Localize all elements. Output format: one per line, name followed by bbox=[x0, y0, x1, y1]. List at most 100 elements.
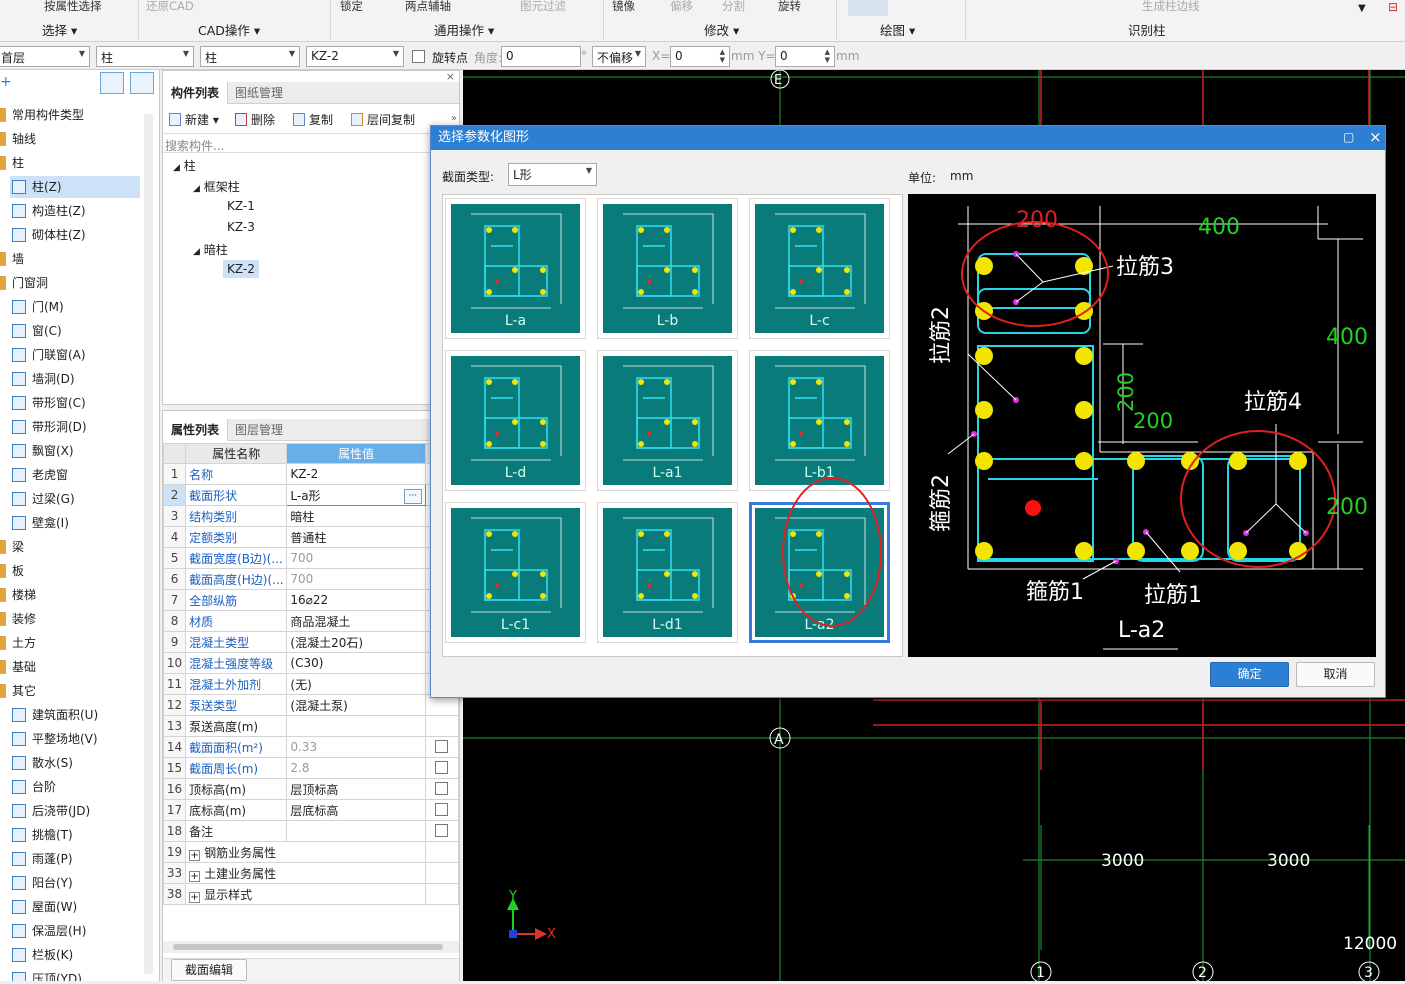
property-value[interactable]: 层底标高 bbox=[286, 799, 426, 821]
add-icon[interactable]: + bbox=[0, 74, 12, 90]
cancel-button[interactable]: 取消 bbox=[1296, 662, 1375, 687]
tree-item-kz1[interactable]: KZ-1 bbox=[227, 199, 255, 213]
new-button[interactable]: 新建 ▾ bbox=[169, 111, 219, 128]
nav-item-6[interactable]: 墙 bbox=[0, 248, 138, 270]
type-select[interactable]: 柱▼ bbox=[200, 46, 300, 67]
nav-scrollbar[interactable] bbox=[144, 114, 153, 974]
shape-option-l-d[interactable]: L-d bbox=[445, 350, 586, 491]
tab-layer-manage[interactable]: 图层管理 bbox=[235, 423, 284, 437]
nav-item-1[interactable]: 轴线 bbox=[0, 128, 138, 150]
nav-item-25[interactable]: 建筑面积(U) bbox=[10, 704, 140, 726]
property-value[interactable] bbox=[286, 715, 426, 737]
ribbon-dropdown-icon[interactable]: ▼ bbox=[1358, 3, 1366, 14]
nav-item-12[interactable]: 带形窗(C) bbox=[10, 392, 140, 414]
property-value[interactable]: 700 bbox=[286, 568, 426, 590]
nav-item-5[interactable]: 砌体柱(Z) bbox=[10, 224, 140, 246]
floor-copy-button[interactable]: 层间复制 bbox=[351, 111, 415, 128]
shape-option-l-c1[interactable]: L-c1 bbox=[445, 502, 586, 643]
group-draw[interactable]: 绘图 ▾ bbox=[880, 23, 916, 38]
property-value[interactable]: KZ-2 bbox=[286, 463, 426, 485]
row-checkbox[interactable] bbox=[435, 782, 449, 795]
nav-item-22[interactable]: 土方 bbox=[0, 632, 138, 654]
offset-button[interactable]: 偏移 bbox=[670, 0, 693, 13]
property-value[interactable]: 层顶标高 bbox=[286, 778, 426, 800]
property-row[interactable]: 38+显示样式 bbox=[162, 883, 460, 905]
angle-input[interactable]: 0 bbox=[501, 46, 581, 67]
tab-component-list[interactable]: 构件列表 bbox=[163, 82, 229, 104]
tree-group-frame[interactable]: ◢ 框架柱 bbox=[193, 180, 240, 194]
shape-option-l-c[interactable]: L-c bbox=[749, 198, 890, 339]
nav-item-36[interactable]: 压顶(YD) bbox=[10, 968, 140, 981]
row-checkbox[interactable] bbox=[435, 761, 449, 774]
lock-button[interactable]: 锁定 bbox=[340, 0, 363, 13]
property-value[interactable]: (无) bbox=[286, 673, 426, 695]
offset-mode-select[interactable]: 不偏移▼ bbox=[592, 46, 646, 67]
floor-select[interactable]: 首层▼ bbox=[0, 46, 90, 67]
split-button[interactable]: 分割 bbox=[722, 0, 745, 13]
shape-option-l-a1[interactable]: L-a1 bbox=[597, 350, 738, 491]
select-by-attr-button[interactable]: 按属性选择 bbox=[44, 0, 102, 13]
property-value[interactable]: (混凝土20石) bbox=[286, 631, 426, 653]
property-value[interactable]: 0.33 bbox=[286, 736, 426, 758]
row-checkbox[interactable] bbox=[435, 803, 449, 816]
nav-item-31[interactable]: 雨蓬(P) bbox=[10, 848, 140, 870]
nav-item-17[interactable]: 壁龛(I) bbox=[10, 512, 140, 534]
nav-item-33[interactable]: 屋面(W) bbox=[10, 896, 140, 918]
rotate-point-checkbox[interactable] bbox=[412, 50, 425, 63]
nav-item-19[interactable]: 板 bbox=[0, 560, 138, 582]
property-value[interactable]: 2.8 bbox=[286, 757, 426, 779]
row-checkbox[interactable] bbox=[435, 740, 449, 753]
property-value[interactable]: L-a形··· bbox=[286, 484, 426, 506]
nav-item-11[interactable]: 墙洞(D) bbox=[10, 368, 140, 390]
nav-item-28[interactable]: 台阶 bbox=[10, 776, 140, 798]
section-type-select[interactable]: L形▼ bbox=[508, 163, 597, 186]
tree-item-kz3[interactable]: KZ-3 bbox=[227, 220, 255, 234]
nav-item-30[interactable]: 挑檐(T) bbox=[10, 824, 140, 846]
mirror-button[interactable]: 镜像 bbox=[612, 0, 635, 13]
nav-item-2[interactable]: 柱 bbox=[0, 152, 138, 174]
list-view-icon[interactable] bbox=[100, 72, 124, 94]
tree-item-kz2[interactable]: KZ-2 bbox=[223, 260, 259, 278]
more-icon[interactable]: » bbox=[450, 113, 457, 124]
y-input[interactable]: 0▲▼ bbox=[775, 46, 835, 67]
expand-icon[interactable]: + bbox=[189, 849, 201, 861]
shape-option-l-b1[interactable]: L-b1 bbox=[749, 350, 890, 491]
nav-item-7[interactable]: 门窗洞 bbox=[0, 272, 138, 294]
draw-tool-highlight[interactable] bbox=[848, 0, 888, 16]
h-scrollbar[interactable] bbox=[163, 941, 459, 953]
nav-item-26[interactable]: 平整场地(V) bbox=[10, 728, 140, 750]
nav-item-20[interactable]: 楼梯 bbox=[0, 584, 138, 606]
ok-button[interactable]: 确定 bbox=[1210, 662, 1289, 687]
nav-item-23[interactable]: 基础 bbox=[0, 656, 138, 678]
nav-item-13[interactable]: 带形洞(D) bbox=[10, 416, 140, 438]
nav-item-21[interactable]: 装修 bbox=[0, 608, 138, 630]
property-value[interactable]: (混凝土泵) bbox=[286, 694, 426, 716]
shape-option-l-a[interactable]: L-a bbox=[445, 198, 586, 339]
property-value[interactable]: (C30) bbox=[286, 652, 426, 674]
copy-button[interactable]: 复制 bbox=[293, 111, 333, 128]
close-icon[interactable]: × bbox=[445, 70, 455, 83]
group-modify[interactable]: 修改 ▾ bbox=[704, 23, 740, 38]
row-checkbox[interactable] bbox=[435, 824, 449, 837]
nav-item-14[interactable]: 飘窗(X) bbox=[10, 440, 140, 462]
component-select[interactable]: KZ-2▼ bbox=[306, 46, 404, 67]
restore-cad-button[interactable]: 还原CAD bbox=[146, 0, 194, 13]
element-filter-button[interactable]: 图元过滤 bbox=[520, 0, 566, 13]
ellipsis-button[interactable]: ··· bbox=[403, 488, 422, 504]
property-row[interactable]: 33+土建业务属性 bbox=[162, 862, 460, 884]
nav-item-0[interactable]: 常用构件类型 bbox=[0, 104, 138, 126]
property-value[interactable]: 普通柱 bbox=[286, 526, 426, 548]
group-cad-ops[interactable]: CAD操作 ▾ bbox=[198, 23, 261, 38]
